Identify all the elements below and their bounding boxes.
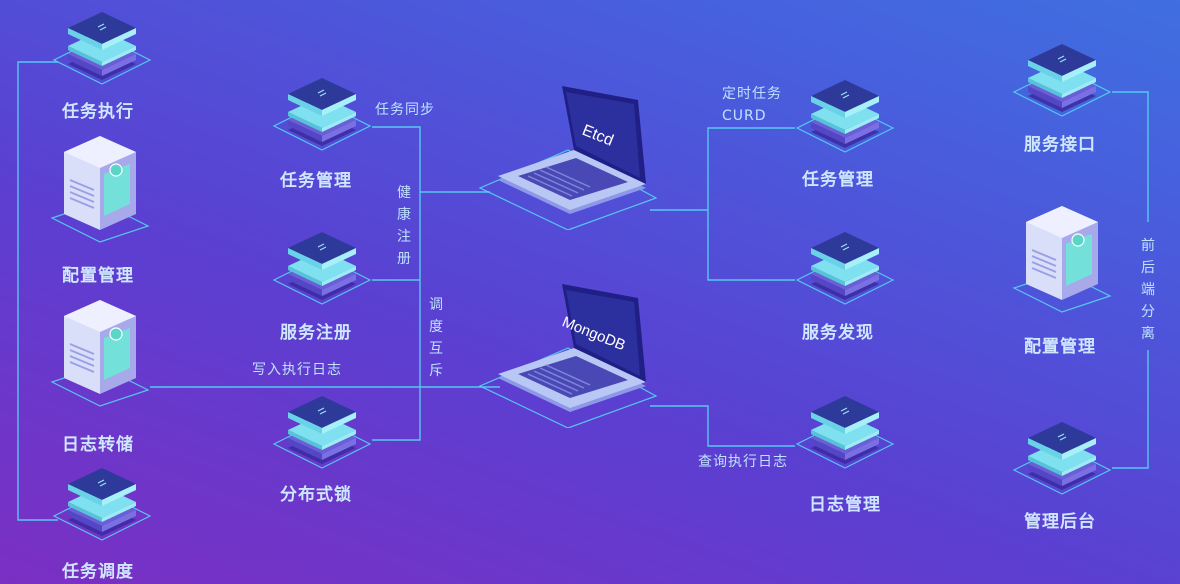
label-service-register: 服务注册 [280,323,352,343]
chip-icon-service-api [1012,44,1112,117]
label-service-api: 服务接口 [1024,135,1096,155]
mongo-right-line [650,405,795,447]
chip-icon-log-mgmt [795,396,895,469]
edge-write-exec-log: 写入执行日志 [252,362,342,378]
edge-cron-task-line2: CURD [722,108,767,124]
left-bracket-line [17,61,58,521]
label-log-mgmt: 日志管理 [809,495,881,515]
label-dist-lock: 分布式锁 [280,485,352,505]
label-task-schedule: 任务调度 [62,562,134,582]
label-log-storage: 日志转储 [62,435,134,455]
server-icon-config-left [50,136,150,243]
chip-icon-service-register [272,232,372,305]
right-bracket-line [707,127,795,281]
label-task-mgmt-right: 任务管理 [802,170,874,190]
label-task-exec: 任务执行 [62,102,134,122]
server-icon-config-right [1012,206,1112,313]
chip-icon-task-schedule [52,468,152,541]
label-config-mgmt-right: 配置管理 [1024,337,1096,357]
chip-icon-task-mgmt-right [795,80,895,153]
edge-task-sync: 任务同步 [375,102,435,118]
far-right-line-top [1112,91,1149,222]
laptop-icon-mongodb: MongoDB [478,284,658,428]
server-icon-log-storage [50,300,150,407]
chip-icon-dist-lock [272,396,372,469]
far-right-line-bottom [1112,350,1149,469]
mid-bracket-line [372,126,421,441]
edge-frontend-backend-split: 前后端分离 [1141,238,1155,342]
chip-icon-task-mgmt-mid [272,78,372,151]
label-admin-backend: 管理后台 [1024,512,1096,532]
chip-icon-service-discovery [795,232,895,305]
chip-icon-admin-backend [1012,422,1112,495]
laptop-icon-etcd: Etcd [478,86,658,230]
edge-query-exec-log: 查询执行日志 [698,454,788,470]
edge-schedule-mutex: 调度互斥 [429,297,443,379]
edge-cron-task-line1: 定时任务 [722,86,782,102]
edge-health-register: 健康注册 [397,185,411,267]
chip-icon-task-exec [52,12,152,85]
label-service-discovery: 服务发现 [802,323,874,343]
label-task-mgmt-mid: 任务管理 [280,171,352,191]
label-config-mgmt-left: 配置管理 [62,266,134,286]
